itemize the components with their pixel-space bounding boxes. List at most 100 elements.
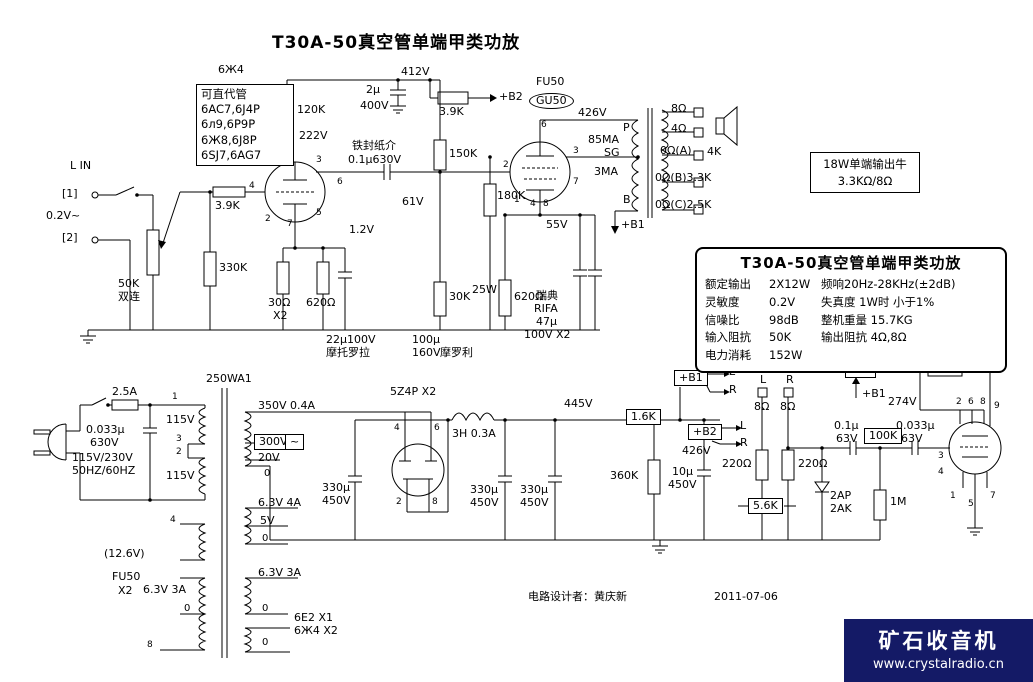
output-tube xyxy=(483,119,638,330)
substitute-tubes-header: 可直代管 xyxy=(201,87,247,101)
winding-6v3-right: 6.3V 3A xyxy=(258,566,302,579)
power-transformer xyxy=(160,388,431,658)
cap-100u-v: 160V xyxy=(412,346,441,359)
tap-0: 0 xyxy=(262,603,269,614)
resistor-30k: 30K xyxy=(449,290,471,303)
resistor-620-a: 620Ω xyxy=(306,296,336,309)
resistor-25w: 25W xyxy=(472,283,497,296)
input-1: [1] xyxy=(62,187,78,200)
spec-extra: 整机重量 15.7KG xyxy=(821,312,913,327)
voltage-445: 445V xyxy=(564,397,593,410)
winding-5v: 5V xyxy=(260,514,275,527)
spec-extra: 输出阻抗 4Ω,8Ω xyxy=(821,330,907,345)
output-transformer-note: 18W单端输出牛 3.3KΩ/8Ω xyxy=(810,152,920,194)
design-date: 2011-07-06 xyxy=(714,590,778,603)
pin: 2 xyxy=(503,160,509,170)
rail-b2: +B2 xyxy=(499,90,523,103)
tap-0c: 0Ω(C)2.5K xyxy=(655,198,712,211)
rail-b1-box: +B1 xyxy=(674,370,708,387)
cap-rifa-1: 瑞典 xyxy=(536,289,558,302)
output-terminals xyxy=(738,387,950,540)
cap-10u: 10μ xyxy=(672,465,693,478)
voltage-412: 412V xyxy=(401,65,430,78)
pin: 6 xyxy=(541,120,547,130)
coupling-cap-note: 铁封纸介 xyxy=(352,139,396,152)
pin: 7 xyxy=(990,491,996,501)
tap-8ohm: 8Ω xyxy=(671,102,687,115)
coupling-cap: 0.1μ630V xyxy=(348,153,402,166)
resistor-3k9-top: 3.9K xyxy=(439,105,464,118)
note-fu50-x2: X2 xyxy=(118,584,133,597)
cap-2u: 2μ xyxy=(366,83,380,96)
diode-2ak: 2AK xyxy=(830,502,852,515)
pin: 6 xyxy=(337,177,343,187)
resistor-1m: 1M xyxy=(890,495,907,508)
spec-value: 0.2V xyxy=(769,294,796,309)
voltage-222: 222V xyxy=(299,129,328,142)
cap-100u: 100μ xyxy=(412,333,440,346)
voltage-1v2: 1.2V xyxy=(349,223,375,236)
pin: 2 xyxy=(265,214,271,224)
cap-rifa-4: 100V X2 xyxy=(524,328,571,341)
spec-box: T30A-50真空管单端甲类功放 额定输出 2X12W 频响20Hz-28KHz… xyxy=(695,247,1007,374)
cap-rifa-3: 47μ xyxy=(536,315,557,328)
cap-mains-v: 630V xyxy=(90,436,119,449)
pin: 4 xyxy=(170,515,176,525)
pin: 4 xyxy=(530,199,536,209)
pin: 9 xyxy=(994,401,1000,411)
tube3-type: 5Z4P X2 xyxy=(390,385,437,398)
spec-label: 灵敏度 xyxy=(705,294,740,309)
mains-voltage: 115V/230V xyxy=(72,451,133,464)
mains-freq: 50HZ/60HZ xyxy=(72,464,136,477)
winding-6v3-4a: 6.3V 4A xyxy=(258,496,302,509)
resistor-220-a: 220Ω xyxy=(722,457,752,470)
spec-label: 额定输出 xyxy=(705,277,751,291)
resistor-620-b: 620Ω xyxy=(514,290,544,303)
voltage-55: 55V xyxy=(546,218,568,231)
tap-0: 0 xyxy=(262,533,269,544)
note-fu50: FU50 xyxy=(112,570,141,583)
resistor-3k9-grid: 3.9K xyxy=(215,199,240,212)
voltage-426: 426V xyxy=(578,106,607,119)
winding-p: P xyxy=(623,121,630,134)
pot-50k: 50K xyxy=(118,277,140,290)
watermark-site-name: 矿石收音机 xyxy=(878,629,999,653)
rail-b1: +B1 xyxy=(621,218,645,231)
speaker-icon xyxy=(715,105,738,147)
rail-b2-box: +B2 xyxy=(688,424,722,441)
resistor-360k: 360K xyxy=(610,469,639,482)
ac-symbol: ~ xyxy=(285,434,305,451)
resistor-120k: 120K xyxy=(297,103,326,116)
cap-filter2-v: 450V xyxy=(470,496,499,509)
spec-row: 灵敏度 0.2V 失真度 1W时 小于1% xyxy=(705,294,997,312)
cap-mains: 0.033μ xyxy=(86,423,125,436)
input-label: L IN xyxy=(70,159,92,172)
cap-22u: 22μ100V xyxy=(326,333,376,346)
voltage-274: 274V xyxy=(888,395,917,408)
input-stage xyxy=(80,186,600,344)
pin: 8 xyxy=(980,397,986,407)
winding-b: B xyxy=(623,193,631,206)
spec-value: 98dB xyxy=(769,312,799,327)
channel-r: R xyxy=(740,436,748,449)
pin: 2 xyxy=(396,497,402,507)
substitute-tube: 6AC7,6J4P xyxy=(201,102,260,117)
resistor-150k: 150K xyxy=(449,147,478,160)
voltage-426-psu: 426V xyxy=(682,444,711,457)
pin: 5 xyxy=(316,208,322,218)
input-2: [2] xyxy=(62,231,78,244)
cap-rifa-2: RIFA xyxy=(534,302,558,315)
pin: 4 xyxy=(249,181,255,191)
transformer-name: 250WA1 xyxy=(206,372,252,385)
resistor-100k: 100K xyxy=(864,428,903,445)
tap-4ohm: 4Ω xyxy=(671,122,687,135)
cap-filter2: 330μ xyxy=(470,483,498,496)
brand-motorola: 摩托罗拉 xyxy=(326,346,370,359)
winding-115-a: 115V xyxy=(166,413,195,426)
terminal-8ohm: 8Ω xyxy=(780,400,796,413)
pin: 6 xyxy=(968,397,974,407)
pin: 6 xyxy=(434,423,440,433)
spec-extra: 频响20Hz-28KHz(±2dB) xyxy=(821,277,956,291)
fuse-2a5: 2.5A xyxy=(112,385,138,398)
